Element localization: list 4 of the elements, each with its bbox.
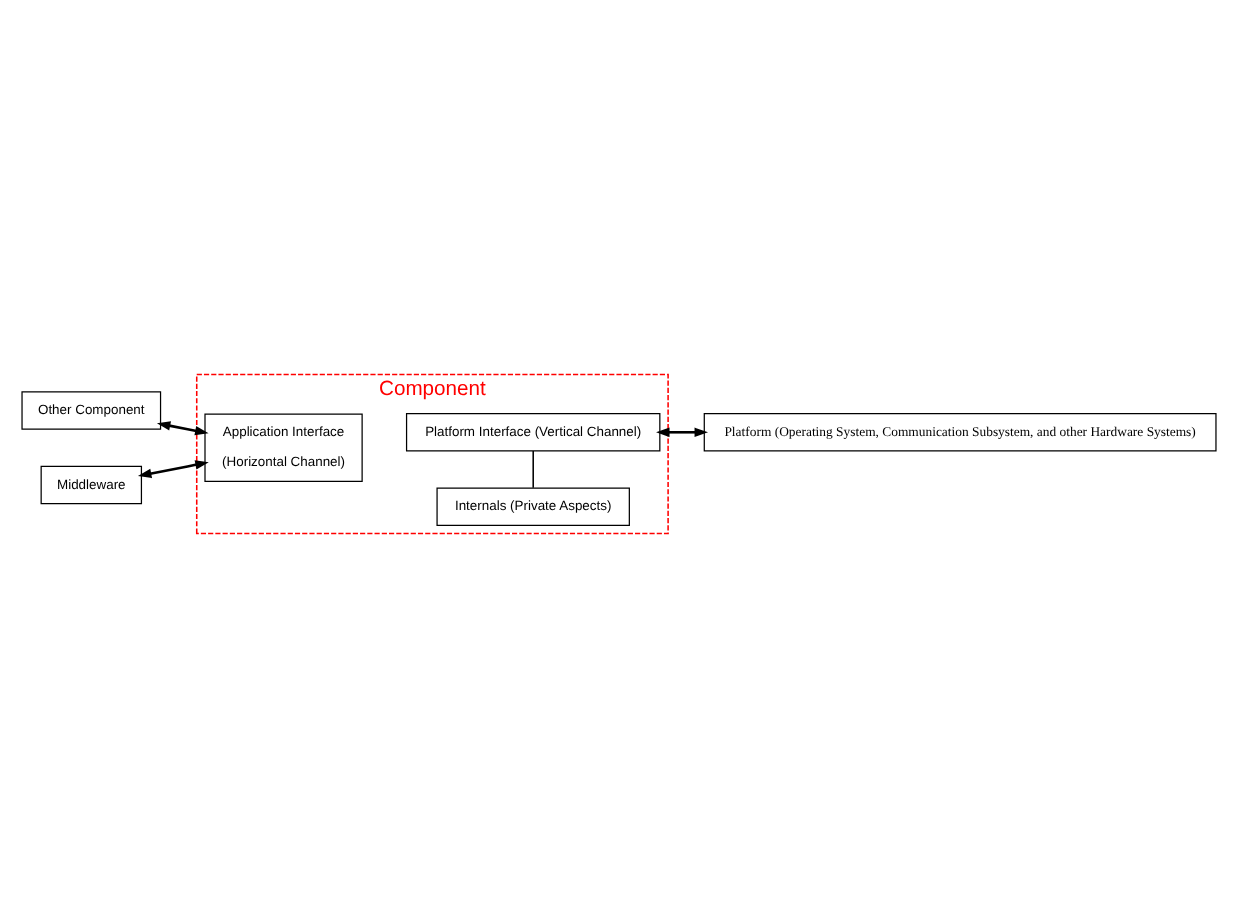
connector bbox=[532, 449, 534, 488]
arrow bbox=[137, 459, 209, 478]
arrow bbox=[656, 426, 708, 436]
arrow bbox=[156, 420, 209, 435]
